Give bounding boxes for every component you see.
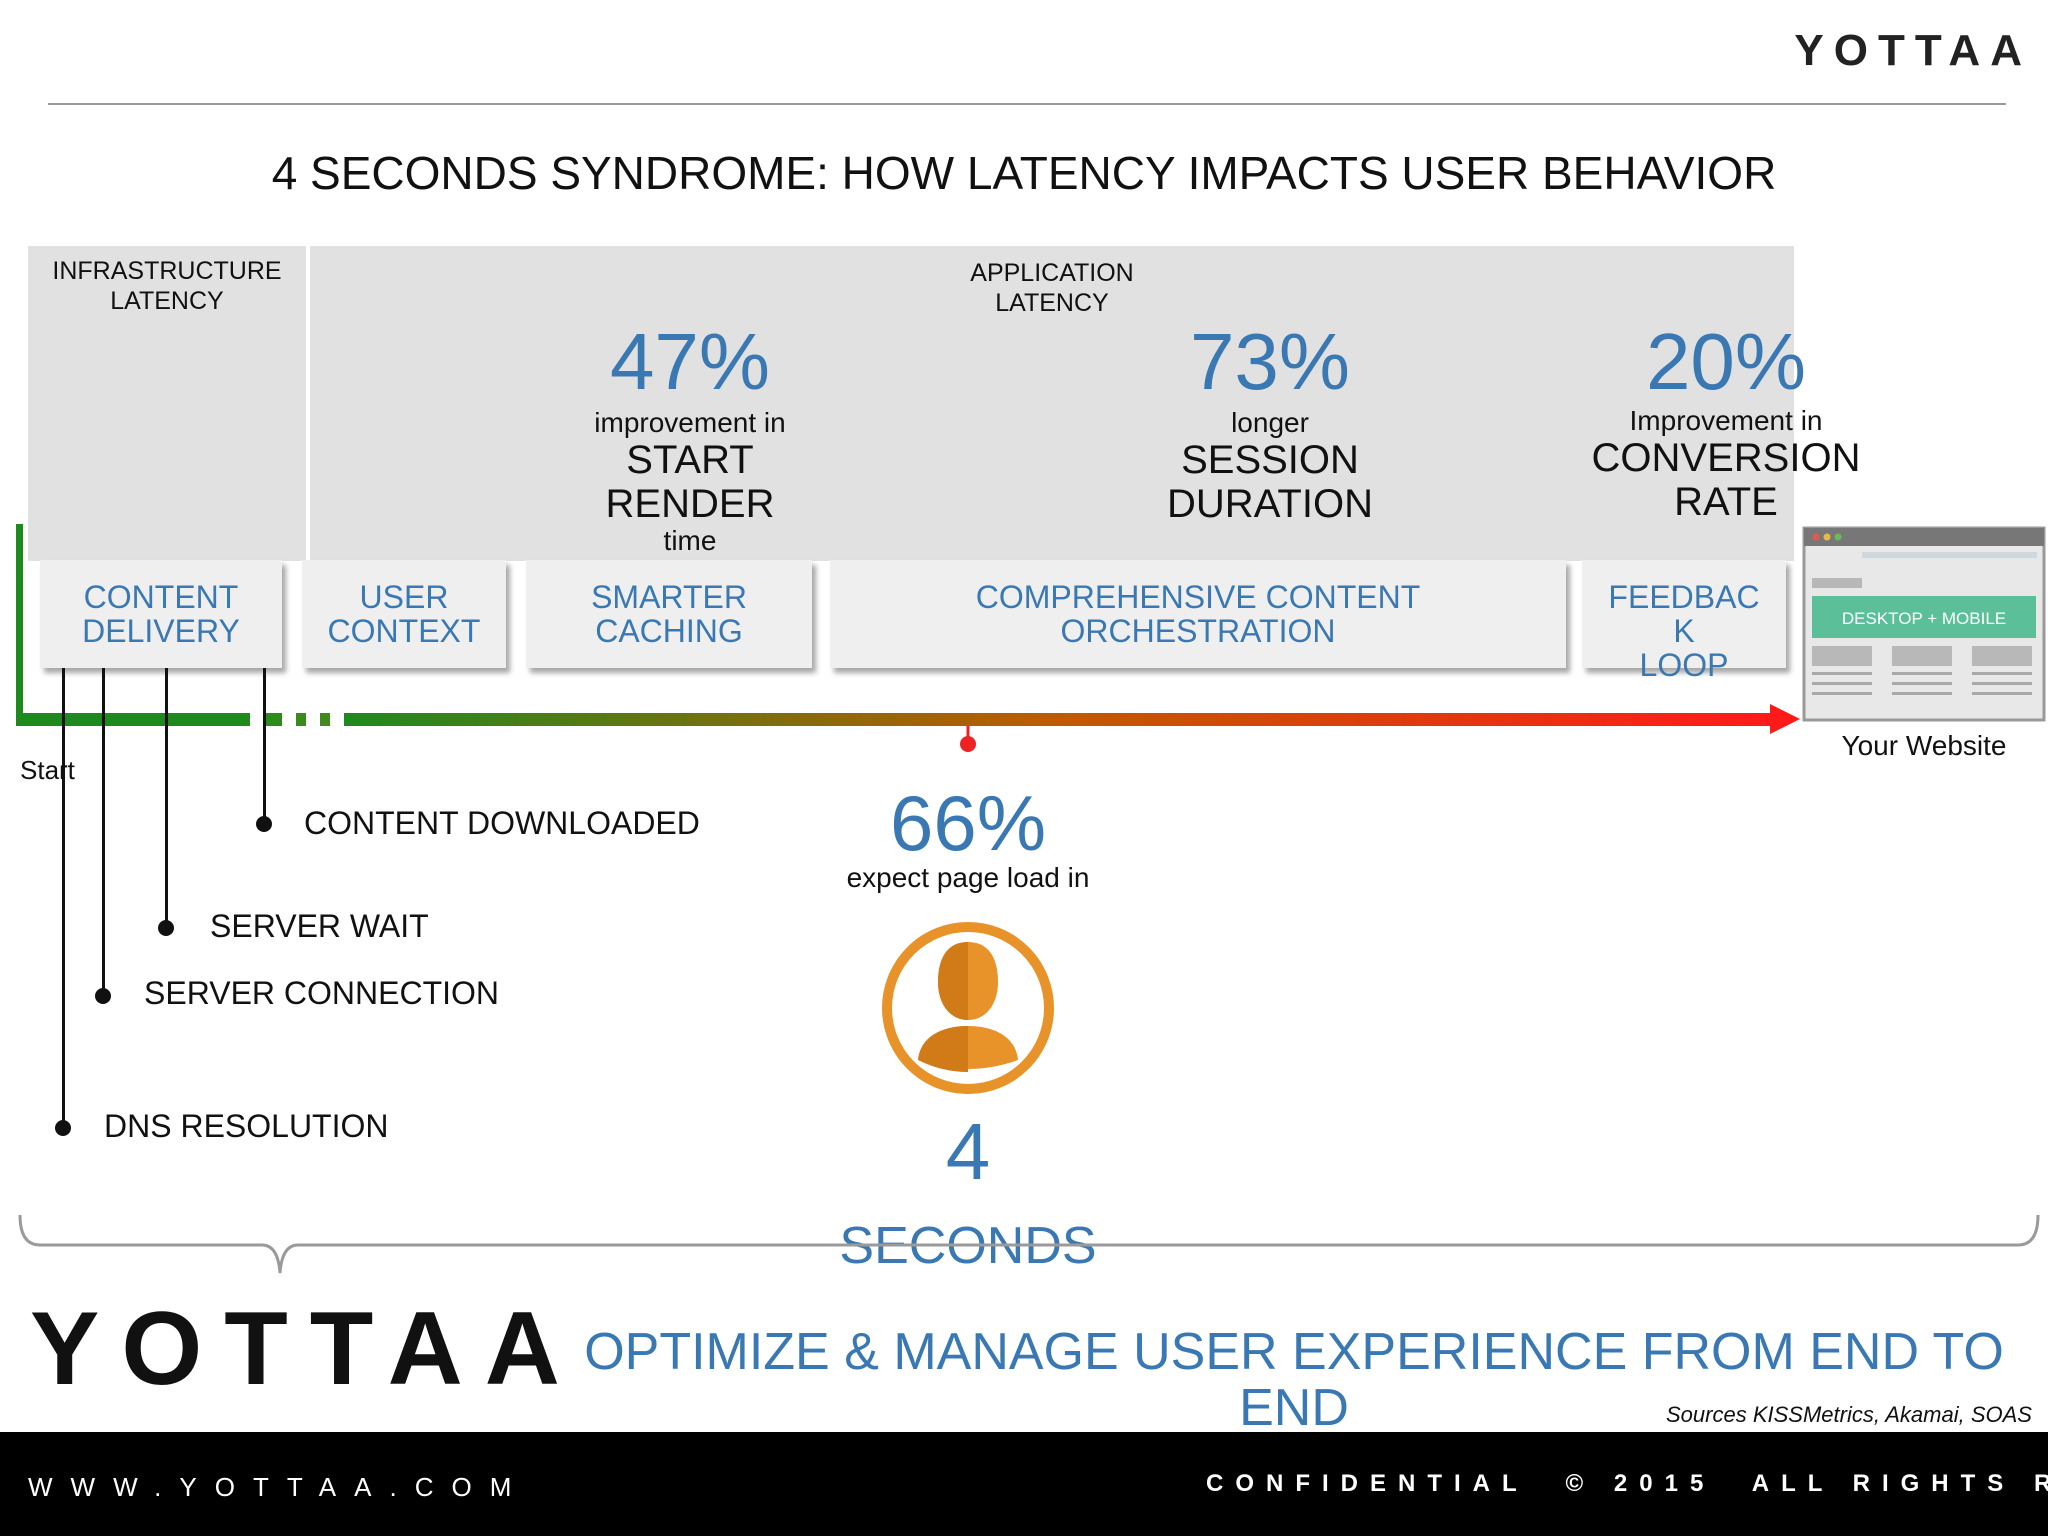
expectation-caption: expect page load in xyxy=(846,862,1090,893)
marker-dot-wait xyxy=(158,920,174,936)
sources-note: Sources KISSMetrics, Akamai, SOAS xyxy=(1666,1402,2032,1427)
marker-line-downloaded xyxy=(263,668,266,824)
box-line: FEEDBAC xyxy=(1608,579,1760,615)
box-line: LOOP xyxy=(1639,647,1729,683)
box-line: CONTENT xyxy=(83,579,239,615)
timeline-start-label: Start xyxy=(20,755,75,785)
stat-session-duration: 73% longer SESSION DURATION xyxy=(1120,317,1420,527)
timeline-bar-segment xyxy=(320,713,330,726)
timeline-start-post xyxy=(16,524,23,724)
expectation-number: 4 xyxy=(945,1107,991,1196)
bottom-logo: YOTTAA xyxy=(30,1290,582,1409)
box-line: USER xyxy=(359,579,449,615)
marker-line-wait xyxy=(165,668,168,928)
stat-caption: improvement in xyxy=(594,407,786,438)
marker-line-dns xyxy=(62,668,65,1128)
expectation-value: 66% xyxy=(889,779,1047,867)
application-panel xyxy=(310,246,1794,561)
timeline-tick-dot xyxy=(960,736,976,752)
tagline: OPTIMIZE & MANAGE USER EXPERIENCE FROM E… xyxy=(584,1323,2004,1437)
box-line: SMARTER xyxy=(591,579,747,615)
infrastructure-panel xyxy=(28,246,306,561)
stat-caption: Improvement in xyxy=(1629,405,1823,436)
user-icon xyxy=(882,922,1054,1094)
website-banner xyxy=(1812,596,2036,638)
browser-titlebar xyxy=(1804,528,2044,546)
header-logo-text: YOTTAA xyxy=(1794,26,2032,75)
marker-line-connection xyxy=(102,668,105,996)
stat-suffix: time xyxy=(663,525,717,556)
stat-value: 20% xyxy=(1645,317,1807,406)
box-line: CACHING xyxy=(595,613,743,649)
marker-dot-connection xyxy=(95,988,111,1004)
box-line: ORCHESTRATION xyxy=(1060,613,1336,649)
stat-main: SESSION DURATION xyxy=(1167,438,1373,526)
timeline-bar-segment xyxy=(265,713,282,726)
dns-resolution-label: DNS RESOLUTION xyxy=(104,1108,389,1144)
marker-dot-downloaded xyxy=(256,816,272,832)
website-illustration xyxy=(1802,526,2046,722)
footer-confidential: CONFIDENTIAL © 2015 ALL RIGHTS RESERV xyxy=(1206,1470,2048,1497)
stat-conversion-rate: 20% Improvement in CONVERSION RATE xyxy=(1576,317,1876,525)
stat-main: START RENDER xyxy=(605,438,775,526)
footer-url: WWW.YOTTAA.COM xyxy=(28,1472,530,1502)
timeline-bar-segment xyxy=(16,713,250,726)
timeline xyxy=(16,524,1800,752)
stat-value: 73% xyxy=(1189,317,1351,406)
infrastructure-label: INFRASTRUCTURE LATENCY xyxy=(52,257,282,315)
box-line: COMPREHENSIVE CONTENT xyxy=(975,579,1421,615)
page-title: 4 SECONDS SYNDROME: HOW LATENCY IMPACTS … xyxy=(271,147,1777,199)
application-label: APPLICATION LATENCY xyxy=(970,259,1134,317)
footer-bar xyxy=(0,1432,2048,1536)
website-badge: DESKTOP + MOBILE xyxy=(1841,609,2007,628)
website-label: Your Website xyxy=(1841,730,2007,761)
stat-value: 47% xyxy=(609,317,771,406)
box-line: DELIVERY xyxy=(82,613,240,649)
stat-caption: longer xyxy=(1231,407,1309,438)
server-wait-label: SERVER WAIT xyxy=(210,908,429,944)
timeline-bar-segment xyxy=(296,713,306,726)
header-divider xyxy=(48,103,2006,105)
box-line: CONTEXT xyxy=(327,613,481,649)
header-logo: YOTTAA xyxy=(1794,26,2032,76)
brace-bracket xyxy=(18,1214,2040,1274)
content-downloaded-label: CONTENT DOWNLOADED xyxy=(304,805,700,841)
browser-address-bar xyxy=(1862,552,2037,558)
bottom-logo-text: YOTTAA xyxy=(30,1291,582,1407)
stat-start-render: 47% improvement in START RENDER time xyxy=(540,322,840,556)
marker-dot-dns xyxy=(55,1120,71,1136)
stat-main: CONVERSION RATE xyxy=(1591,436,1861,524)
timeline-bar xyxy=(344,713,1774,726)
timeline-arrow-head xyxy=(1770,704,1800,734)
server-connection-label: SERVER CONNECTION xyxy=(144,975,500,1011)
box-line: K xyxy=(1673,613,1695,649)
